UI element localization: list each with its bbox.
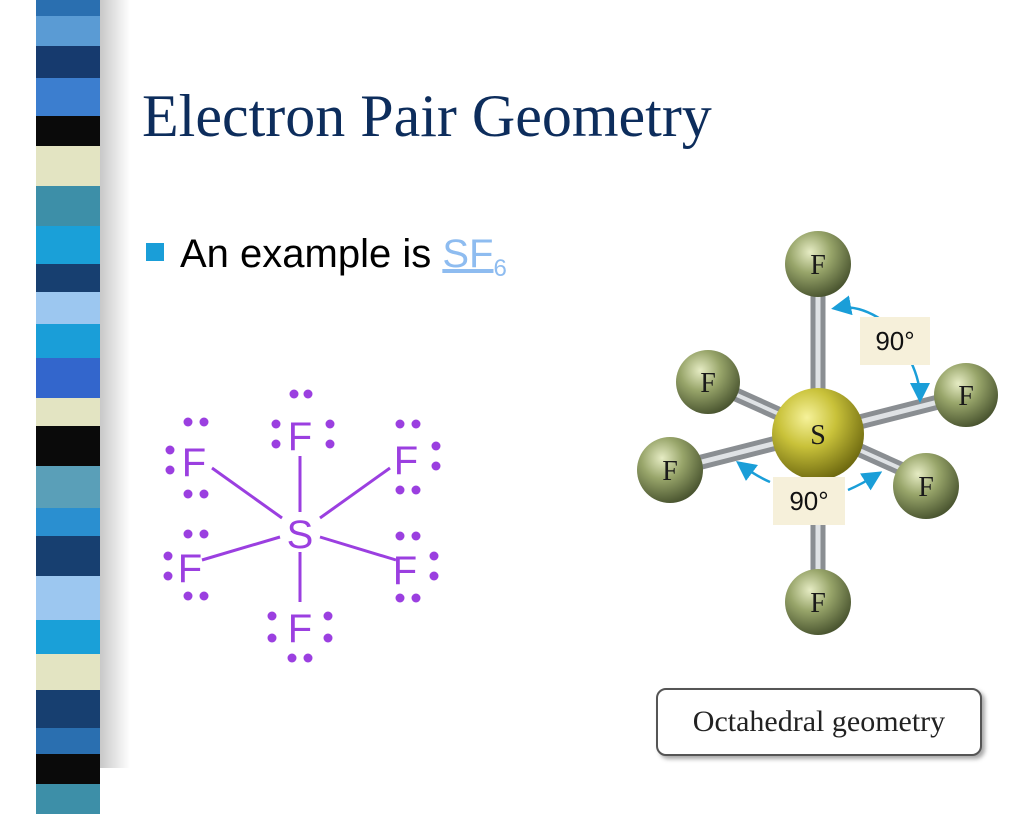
lone-pair-dots [163,389,441,663]
bullet-item: An example is SF6 [146,232,507,283]
model-label-upper-right: F [958,381,974,412]
bond-upper-left [211,466,283,520]
stripe-segment [36,264,100,292]
decorative-stripe-bar [36,0,100,814]
lewis-atom-lower-left: F [178,547,202,591]
model-label-upper-left: F [700,368,716,399]
stripe-segment [36,292,100,324]
bond-upper-right [319,466,391,520]
stripe-segment [36,426,100,466]
lewis-central-atom: S [287,513,314,557]
angle-arrow-bottom-left [735,461,771,484]
stripe-segment [36,146,100,186]
bullet-text: An example is [180,232,443,276]
lewis-atom-top: F [288,415,312,459]
model-label-lower-right: F [918,472,934,503]
stripe-segment [36,116,100,146]
stripe-segment [36,466,100,508]
bond-lower-right [319,535,397,562]
stripe-segment [36,784,100,814]
stripe-segment [36,654,100,690]
stripe-segment [36,620,100,654]
stripe-segment [36,576,100,620]
lewis-atom-lower-right: F [393,549,417,593]
lewis-atom-upper-left: F [182,441,206,485]
stripe-segment [36,398,100,426]
stripe-segment [36,324,100,358]
model-label-lower-left: F [662,456,678,487]
lewis-bonds [201,456,397,602]
f-atom-upper-right [934,363,998,427]
stripe-segment [36,754,100,784]
caption-text: Octahedral geometry [692,705,946,738]
model-label-center: S [810,420,826,451]
stripe-segment [36,78,100,116]
fluorine-atoms [637,231,998,635]
angle-arrow-bottom-right [847,471,883,492]
f-atom-lower-right [893,453,959,519]
angle-label-top-text: 90° [875,326,914,356]
stripe-segment [36,358,100,398]
stripe-segment [36,536,100,576]
angle-label-top: 90° [860,317,930,365]
stripe-segment [36,186,100,226]
sf6-link[interactable]: SF6 [442,232,506,282]
s-atom [772,388,864,480]
lewis-atom-upper-right: F [394,439,418,483]
bond-lower-left [201,535,281,562]
stripe-segment [36,728,100,754]
model-label-bottom: F [810,588,826,619]
model-label-top: F [810,250,826,281]
lewis-atom-bottom: F [288,607,312,651]
octahedral-model-diagram: F F F F F F S 90° 90° [637,231,998,635]
angle-arrow-top-right [908,359,930,403]
angle-label-bottom-text: 90° [789,486,828,516]
stripe-segment [36,226,100,264]
sf6-link-main: SF [442,232,494,276]
stripe-segment [36,46,100,78]
slide-title: Electron Pair Geometry [142,83,712,149]
stripe-shadow [100,0,130,768]
f-atom-upper-left [676,350,740,414]
stripe-segment [36,690,100,728]
f-atom-bottom [785,569,851,635]
angle-label-bottom: 90° [773,477,845,525]
f-atom-lower-left [637,437,703,503]
stripe-segment [36,16,100,46]
lewis-structure-diagram: S F F F F F F [163,389,441,663]
caption-box: Octahedral geometry [656,688,982,756]
bullet-square-icon [146,243,164,262]
stripe-segment [36,0,100,16]
stripe-segment [36,508,100,536]
sf6-link-subscript: 6 [493,255,507,282]
f-atom-top [785,231,851,297]
